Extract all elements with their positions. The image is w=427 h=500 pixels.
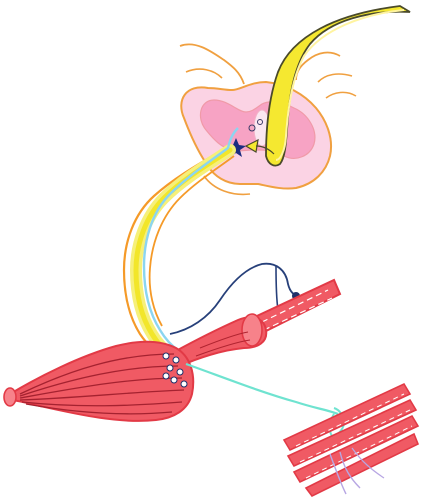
fiber-band-1 [282,382,412,452]
blood-vessel-stripe-1 [261,289,329,323]
blood-vessel-stripe-2 [263,297,333,331]
skeletal-muscle [3,340,195,422]
descending-tract-core [275,9,405,161]
muscle-fiber-4 [19,389,185,401]
muscle-tendon-end [3,387,17,407]
arrow-shaft [255,145,275,155]
root-squiggle-right-2 [317,73,353,83]
orange-axon [122,147,227,357]
root-squiggle-left-2 [185,68,223,79]
end-plate-2 [172,356,180,364]
muscle-fiber-1 [19,353,175,395]
fiber-stripes-2 [299,409,411,463]
lower-cord-edge [203,175,251,196]
fiber-stripes-1 [295,393,405,447]
end-plate-1 [162,352,170,360]
ia-afferent-fiber [185,362,339,416]
muscle-fiber-3 [19,377,183,399]
root-squiggle-right-3 [325,91,357,99]
descending-tract [244,5,411,167]
fiber-band-2 [286,398,418,468]
muscle-spindle [172,313,268,368]
muscle-fiber-5 [21,401,183,407]
ventral-root-bundle [122,127,239,360]
fiber-band-3 [292,414,420,484]
muscle-fiber-6 [25,403,173,415]
end-plate-6 [162,372,170,380]
fiber-band-4 [304,432,420,498]
gamma-motor-fiber [142,127,239,351]
muscle-fiber-2 [19,365,179,397]
end-plate-4 [176,368,184,376]
spindle-fiber-2 [195,339,251,357]
end-plate-7 [180,380,188,388]
striated-fibers [282,382,420,498]
end-plate-3 [166,364,174,372]
spindle-end [241,313,263,347]
sympathetic-fiber [169,262,301,335]
root-squiggle-left-1 [179,43,245,85]
tendon-wisp-2 [329,453,347,495]
interneuron-dot-1 [248,124,256,132]
orange-axon-inner [148,155,235,327]
interneuron-dot-2 [257,119,263,125]
sympathetic-fiber-branch [275,265,279,311]
fiber-stripes-3 [305,425,413,479]
star-icon [226,138,246,157]
tendon-wisp-1 [339,451,361,489]
descending-tract-outline [265,5,411,167]
spindle-fiber-1 [199,331,249,349]
end-plate-5 [170,376,178,384]
tendon-wisp-3 [351,447,385,479]
